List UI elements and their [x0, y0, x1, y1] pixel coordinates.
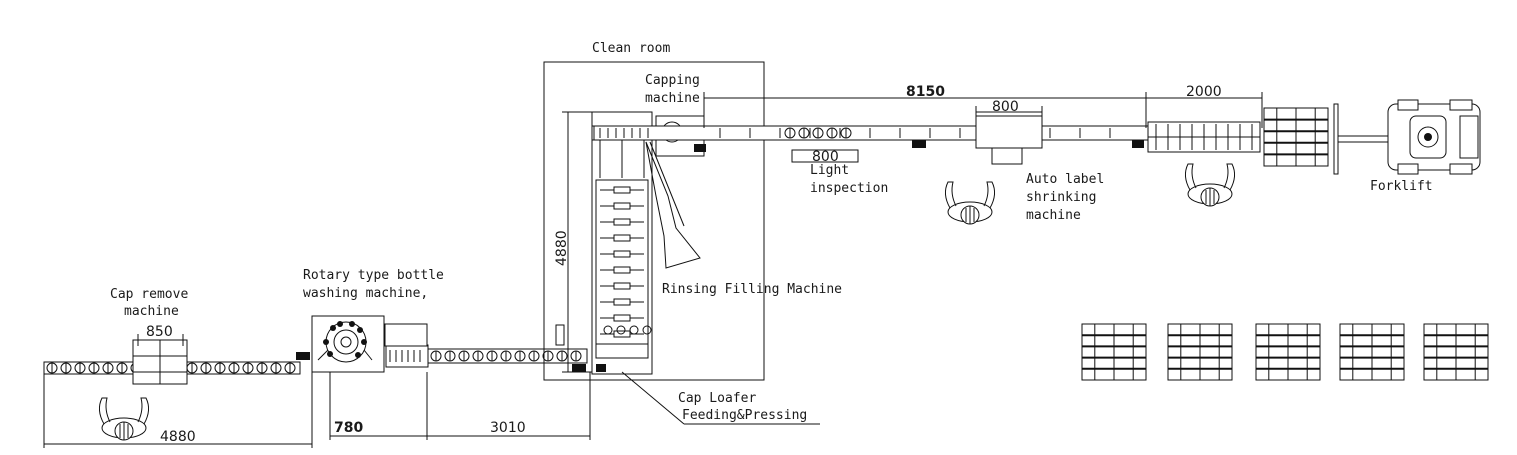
dim-800-top-text: 800 [992, 99, 1019, 115]
capping-label-1: Capping [645, 73, 700, 88]
light-label-2: inspection [810, 181, 888, 196]
dimension-4880-horizontal: 4880 [43, 370, 313, 448]
rotary-label-2: washing machine, [303, 286, 428, 301]
dim-2000-text: 2000 [1186, 84, 1222, 100]
dimension-8150: 8150 [703, 84, 1147, 128]
cap-remove-label-2: machine [124, 304, 179, 319]
rinsing-label: Rinsing Filling Machine [662, 282, 842, 297]
clean-room-label: Clean room [592, 41, 670, 56]
cap-loafer-label-2: Feeding&Pressing [682, 408, 807, 423]
dim-3010-text: 3010 [490, 420, 526, 436]
dim-800-light-text: 800 [812, 149, 839, 165]
dim-8150-text: 8150 [906, 84, 945, 100]
operator-icon [98, 397, 150, 441]
pallet-upper [1263, 107, 1329, 167]
dim-4880-v-text: 4880 [554, 230, 570, 266]
light-inspection: 800 Light inspection [791, 149, 888, 196]
dim-850-text: 850 [146, 324, 173, 340]
dim-780-text: 780 [334, 420, 363, 436]
operator-icon [944, 181, 996, 225]
dimension-850: 850 [137, 324, 184, 346]
forklift-icon: Forklift [1333, 99, 1481, 194]
packing-table: 2000 [1146, 84, 1263, 153]
cap-loafer-label-1: Cap Loafer [678, 391, 756, 406]
capping-label-2: machine [645, 91, 700, 106]
cap-remove-machine: Cap remove machine [110, 287, 188, 385]
label-machine-label-3: machine [1026, 208, 1081, 223]
dim-4880-h-text: 4880 [160, 429, 196, 445]
auto-label-machine: 800 Auto label shrinking machine [975, 99, 1104, 223]
cap-remove-label-1: Cap remove [110, 287, 188, 302]
cap-loafer-callout: Cap Loafer Feeding&Pressing [621, 371, 820, 425]
dimension-780-3010: 780 3010 [329, 372, 591, 440]
light-label-1: Light [810, 163, 849, 178]
pallet-storage [1081, 323, 1489, 381]
operator-icon [1184, 163, 1236, 207]
clean-room: Clean room 4880 Capping machine Rinsing … [543, 41, 842, 381]
label-machine-label-2: shrinking [1026, 190, 1096, 205]
rotary-label-1: Rotary type bottle [303, 268, 444, 283]
forklift-label: Forklift [1370, 179, 1433, 194]
label-machine-label-1: Auto label [1026, 172, 1104, 187]
rotary-washing-machine: Rotary type bottle washing machine, [303, 268, 444, 373]
